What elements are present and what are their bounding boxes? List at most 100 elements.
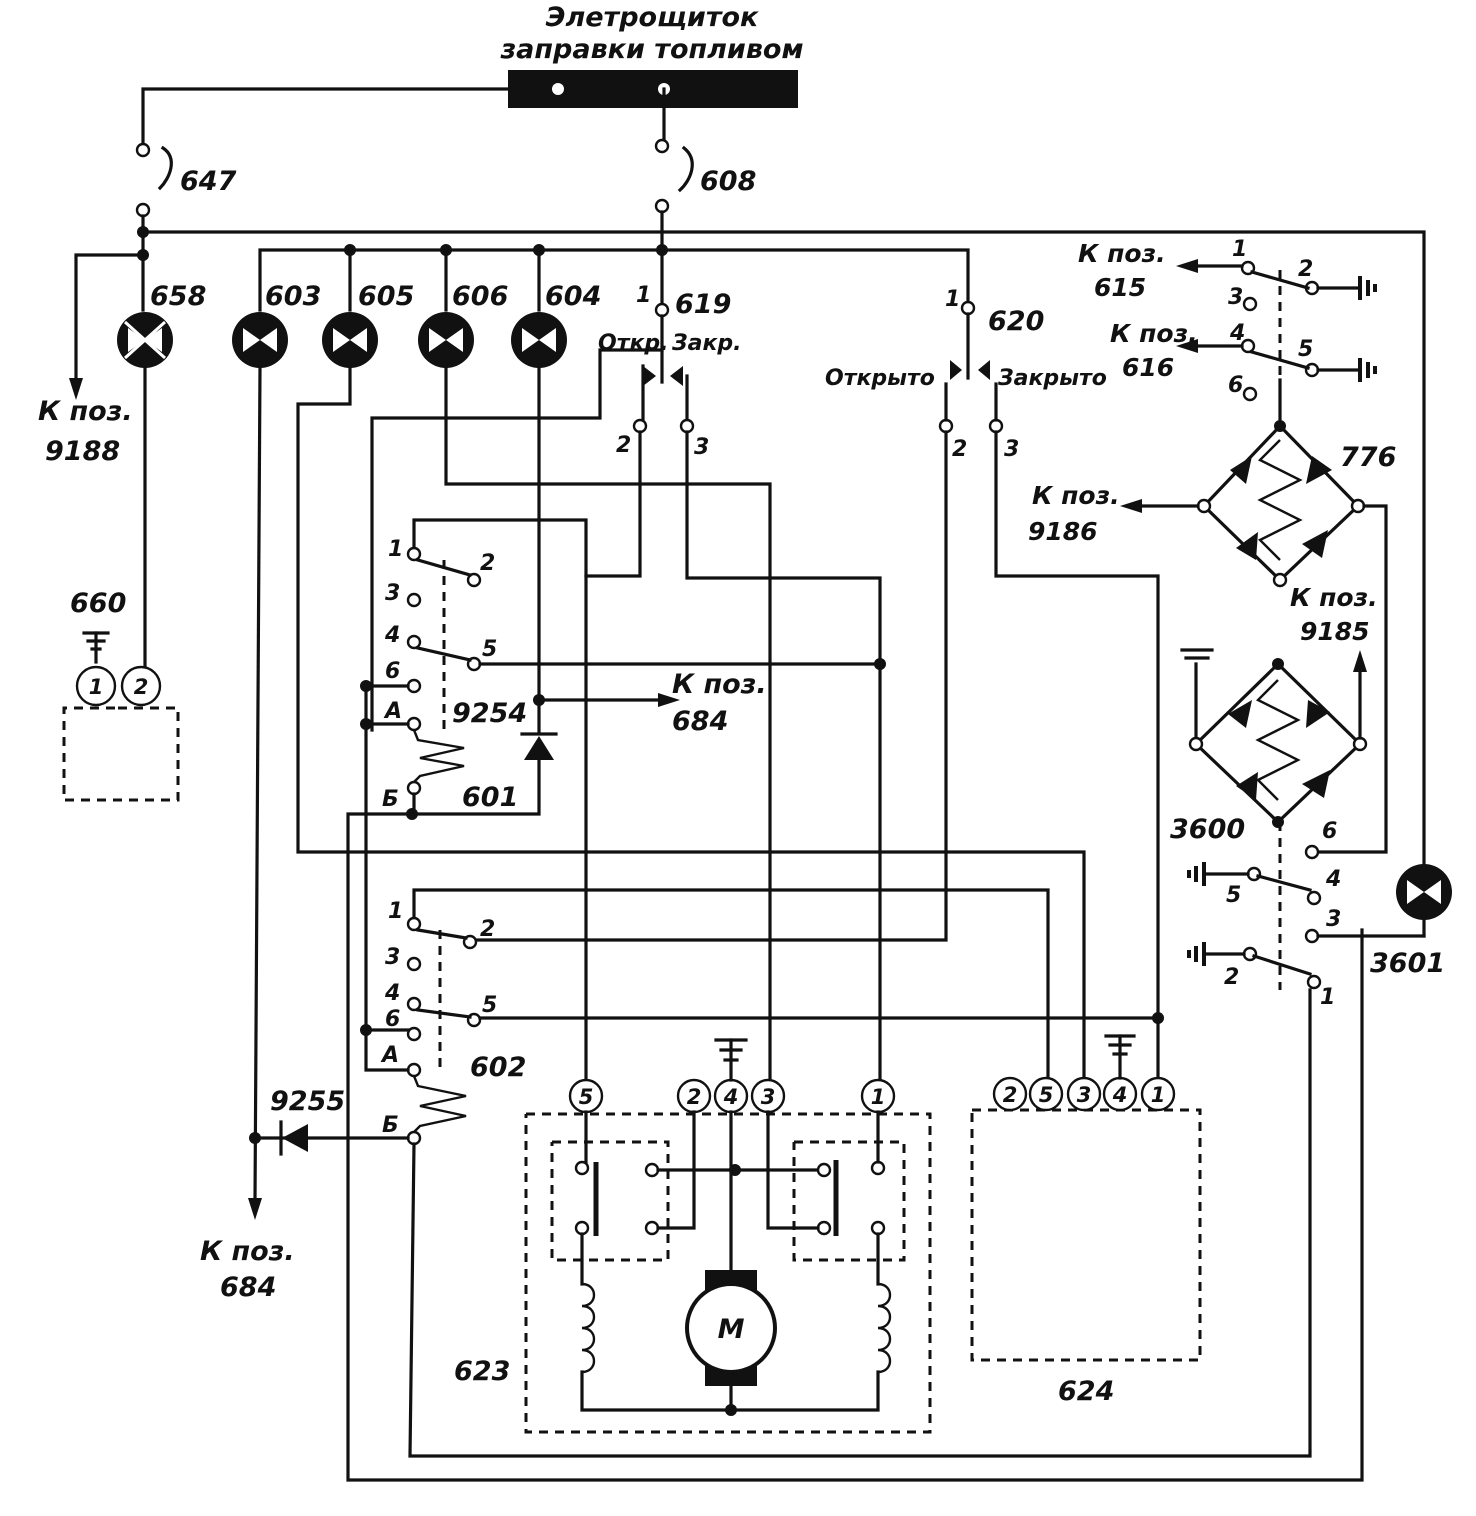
- r3600-pin2: 2: [1224, 965, 1239, 990]
- sw615-pin3: 3: [1228, 285, 1243, 310]
- r3600-pin1: 1: [1320, 985, 1335, 1010]
- panel-title-line1: Элетрощиток: [546, 2, 759, 33]
- s620-closed-label: Закрыто: [997, 366, 1107, 391]
- r602-pin6: 6: [385, 1007, 400, 1032]
- lamp-605: 605: [322, 281, 414, 368]
- ref-684: 684: [672, 706, 728, 737]
- actuator-623: 5 2 4 3 1 М 623: [454, 1038, 932, 1434]
- ref-kpoz-9188: К поз.: [38, 396, 133, 427]
- r602-pin2: 2: [480, 917, 495, 942]
- block-660: 660 1 2: [62, 588, 180, 802]
- lamp-3601-label: 3601: [1370, 948, 1445, 979]
- r601-pin2: 2: [480, 551, 495, 576]
- r601-pin1: 1: [388, 537, 403, 562]
- motor-label: М: [718, 1314, 745, 1345]
- sw615-pin2: 2: [1298, 257, 1313, 282]
- a623-pin2: 2: [687, 1085, 702, 1109]
- s619-pin1: 1: [636, 283, 651, 308]
- sw616-pin5: 5: [1298, 337, 1313, 362]
- r3600-pin4: 4: [1325, 867, 1341, 892]
- diode-9254: 9254: [410, 698, 558, 816]
- ref-684-bottom: 684: [220, 1272, 276, 1303]
- ref-kpoz-9186: К поз.: [1032, 481, 1120, 510]
- lamp-606-label: 606: [452, 281, 508, 312]
- r3600-pin6: 6: [1322, 819, 1337, 844]
- ref-kpoz-684: К поз.: [672, 669, 767, 700]
- power-bus: [69, 210, 1426, 868]
- s619-closed-label: Закр.: [671, 331, 742, 356]
- b624-pin3: 3: [1077, 1083, 1092, 1107]
- block-624: 2 5 3 4 1 624: [970, 1034, 1202, 1407]
- switch-619[interactable]: 1 619 Откр. Закр. 2 3: [370, 283, 882, 1082]
- ref-kpoz-9185: К поз.: [1290, 583, 1378, 612]
- r602-pin4: 4: [384, 981, 400, 1006]
- actuator-623-label: 623: [454, 1356, 510, 1387]
- diode-9254-label: 9254: [452, 698, 527, 729]
- r601-pin3: 3: [385, 581, 400, 606]
- r601-pin-b: Б: [382, 787, 399, 812]
- ref-9185: 9185: [1300, 617, 1370, 646]
- fuel-panel: Элетрощиток заправки топливом: [499, 2, 804, 108]
- lamp-605-label: 605: [358, 281, 414, 312]
- r3600-pin5: 5: [1226, 883, 1241, 908]
- r601-pin5: 5: [482, 637, 497, 662]
- ref-9186: 9186: [1028, 517, 1098, 546]
- relay-602: 1 2 3 4 5 6 А Б 602: [360, 888, 1312, 1458]
- relay-601-label: 601: [462, 782, 518, 813]
- r602-pin-a: А: [380, 1043, 399, 1068]
- b660-pin1: 1: [89, 675, 104, 699]
- r601-pin6: 6: [385, 659, 400, 684]
- r602-pin1: 1: [388, 899, 403, 924]
- ref-kpoz-616: К поз.: [1110, 319, 1198, 348]
- relay-601: 1 2 3 4 5 6 А Б 601: [346, 518, 1364, 1482]
- fuse-608: 608: [654, 87, 756, 214]
- fuse-647-label: 647: [180, 166, 237, 197]
- s620-pin3: 3: [1004, 437, 1019, 462]
- a623-pin1: 1: [871, 1085, 886, 1109]
- r602-pin5: 5: [482, 993, 497, 1018]
- ref-kpoz-684-bottom: К поз.: [200, 1236, 295, 1267]
- lamp-606: 606: [418, 281, 508, 368]
- b624-pin4: 4: [1112, 1083, 1128, 1107]
- b660-pin2: 2: [134, 675, 149, 699]
- lamp-658: 658: [117, 281, 206, 368]
- s619-pin3: 3: [694, 435, 709, 460]
- b624-pin5: 5: [1039, 1083, 1054, 1107]
- switch-615-616: 1 2 3 4 5 6 К поз. 615 К поз. 616: [1078, 237, 1377, 420]
- bridge-776-label: 776: [1340, 442, 1396, 473]
- lamp-603: 603: [232, 281, 321, 368]
- diode-9255: 9255: [253, 1086, 410, 1156]
- block-624-label: 624: [1058, 1376, 1114, 1407]
- switch-620[interactable]: 1 620 Открыто Закрыто 2 3: [468, 287, 1160, 1082]
- bridge-3600: 3600 6 5 4 3 2 1: [1170, 648, 1426, 1010]
- ref-616: 616: [1122, 353, 1174, 382]
- b624-pin1: 1: [1151, 1083, 1166, 1107]
- r601-pin-a: А: [383, 699, 402, 724]
- s619-open-label: Откр.: [598, 331, 669, 356]
- lamp-604-label: 604: [545, 281, 601, 312]
- bridge-3600-label: 3600: [1170, 814, 1245, 845]
- lamp-658-label: 658: [150, 281, 206, 312]
- r602-pin-b: Б: [382, 1113, 399, 1138]
- lamp-3601: 3601: [1370, 864, 1452, 979]
- fuse-647: 647: [135, 87, 510, 218]
- r3600-pin3: 3: [1326, 907, 1341, 932]
- s620-pin2: 2: [952, 437, 967, 462]
- bridge-776: 776 К поз. 9186 К поз. 9185: [1028, 378, 1396, 854]
- lamp-604: 604: [511, 281, 601, 368]
- s620-pin1: 1: [945, 287, 960, 312]
- diode-9255-label: 9255: [270, 1086, 345, 1117]
- a623-pin4: 4: [723, 1085, 739, 1109]
- r602-pin3: 3: [385, 945, 400, 970]
- sw616-pin4: 4: [1229, 321, 1245, 346]
- a623-pin5: 5: [579, 1085, 594, 1109]
- relay-602-label: 602: [470, 1052, 526, 1083]
- s620-open-label: Открыто: [825, 366, 935, 391]
- sw616-pin6: 6: [1228, 373, 1243, 398]
- ref-kpoz-615: К поз.: [1078, 239, 1166, 268]
- panel-title-line2: заправки топливом: [499, 34, 803, 65]
- ref-9188: 9188: [45, 436, 120, 467]
- a623-pin3: 3: [761, 1085, 776, 1109]
- s619-pin2: 2: [616, 433, 631, 458]
